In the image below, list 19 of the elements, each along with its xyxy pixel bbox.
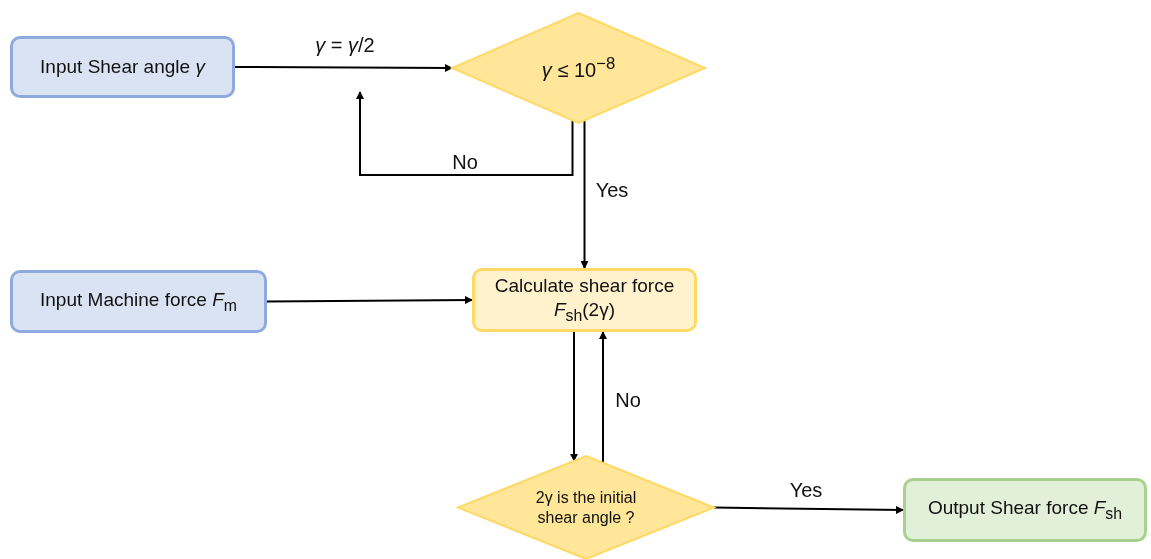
decision-diamond (452, 13, 705, 123)
arrow (266, 296, 473, 305)
arrow (570, 331, 578, 462)
node-text: 2γ is the initial shear angle ? (534, 487, 638, 528)
arrow (713, 505, 904, 514)
node-text: Output Shear force F$_{sh}$ (927, 496, 1123, 524)
node-text: Input Shear angle γ (40, 55, 205, 79)
node-text: γ ≤ 10$^{−8}$ (541, 53, 616, 83)
input-box (10, 270, 267, 333)
output-box (903, 478, 1147, 542)
node-text: Calculate shear force F$_{sh}$(2γ) (493, 274, 676, 326)
node-text: Input Machine force F$_{m}$ (40, 287, 237, 316)
decision-diamond (458, 456, 714, 559)
input-box (10, 36, 235, 98)
arrow (234, 63, 453, 72)
arrow (580, 119, 589, 269)
arrow (356, 91, 574, 176)
process-box (472, 268, 697, 332)
arrow (599, 331, 607, 464)
